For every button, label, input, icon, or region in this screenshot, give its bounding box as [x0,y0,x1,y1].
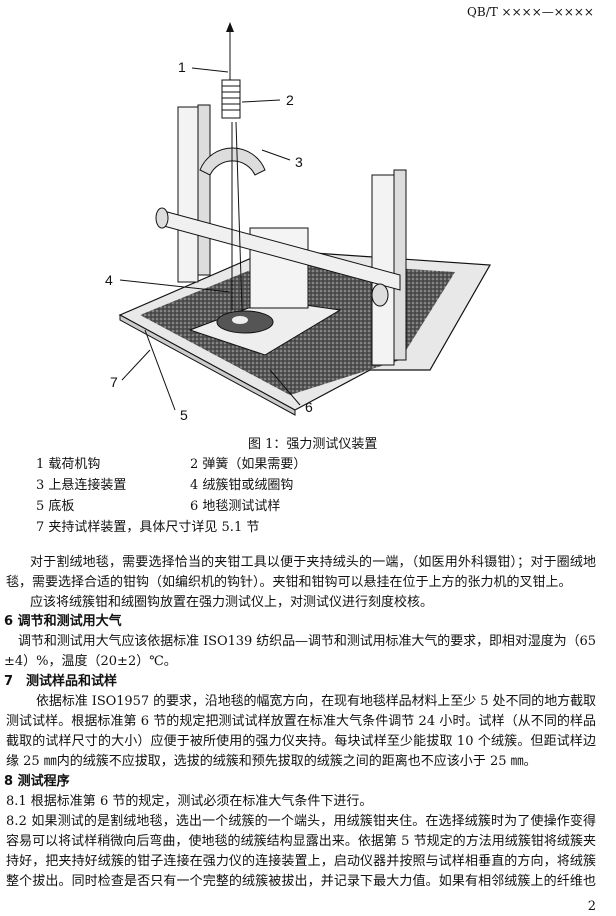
suspension [199,22,266,311]
legend-item: 5 底板 [36,499,75,514]
paragraph-line: 容易可以将试样稍微向后弯曲，使地毯的绒簇结构显露出来。依据第 5 节规定的方法用… [6,834,597,849]
paragraph-line: 应该将绒簇钳和绒圈钩放置在强力测试仪上，对测试仪进行刻度校核。 [30,595,434,610]
callout-5: 5 [180,407,188,423]
page-number: 2 [587,899,596,914]
callout-1: 1 [178,59,186,75]
paragraph-line: 整个拔出。同时检查是否只有一个完整的绒簇被拔出，并记录下最大力值。如果有相邻绒簇… [6,874,597,889]
callout-4: 4 [105,272,113,288]
callout-6: 6 [305,399,313,415]
paragraph-line: 对于割绒地毯，需要选择恰当的夹钳工具以便于夹持绒头的一端，（如医用外科镊钳）；对… [30,555,597,570]
legend-item: 6 地毯测试试样 [190,499,281,514]
frame [155,104,407,366]
paragraph-line: ±4）%，温度（20±2）℃。 [4,654,177,669]
paragraph-line: 8.2 如果测试的是割绒地毯，选出一个绒簇的一个端头，用绒簇钳夹住。在选择绒簇时… [6,814,597,829]
callout-7: 7 [110,374,118,390]
paragraph-line: 截取的试样尺寸的大小）应便于被所使用的强力仪夹持。每块试样至少能拔取 10 个绒… [6,734,597,749]
section-6-heading: 6 调节和测试用大气 [4,614,122,629]
paragraph-line: 持好，把夹持好绒簇的钳子连接在强力仪的连接装置上，启动仪器并按照与试样相垂直的方… [6,854,597,869]
callout-2: 2 [286,92,294,108]
paragraph-line: 调节和测试用大气应该依据标准 ISO139 纺织品—调节和测试用标准大气的要求，… [18,634,596,649]
paragraph-line: 依据标准 ISO1957 的要求，沿地毯的幅宽方向，在现有地毯样品材料上至少 5… [36,694,596,709]
legend-item: 2 弹簧（如果需要） [190,457,307,472]
legend-item: 3 上悬连接装置 [36,478,127,493]
callout-3: 3 [295,154,303,170]
paragraph-line: 8.1 根据标准第 6 节的规定，测试必须在标准大气条件下进行。 [6,794,373,809]
legend-item: 7 夹持试样装置，具体尺寸详见 5.1 节 [36,520,260,535]
section-7-heading: 7 测试样品和试样 [4,674,118,689]
paragraph-line: 测试试样。根据标准第 6 节的规定把测试试样放置在标准大气条件调节 24 小时。… [6,714,597,729]
legend-item: 1 载荷机钩 [36,457,101,472]
figure-caption: 图 1：强力测试仪装置 [248,437,378,452]
standard-code-header: QB/T ××××—×××× [467,5,594,19]
section-8-heading: 8 测试程序 [4,774,70,789]
paragraph-line: 毯，需要选择合适的钳钩（如编织机的钩针）。夹钳和钳钩可以悬挂在位于上方的张力机的… [6,575,572,590]
apparatus-figure: 1 2 3 4 5 6 7 [105,22,491,423]
paragraph-line: 缘 25 ㎜内的绒簇不应拔取，选拔的绒簇和预先拔取的绒簇之间的距离也不应该小于 … [6,754,537,769]
legend-item: 4 绒簇钳或绒圈钩 [190,478,294,493]
